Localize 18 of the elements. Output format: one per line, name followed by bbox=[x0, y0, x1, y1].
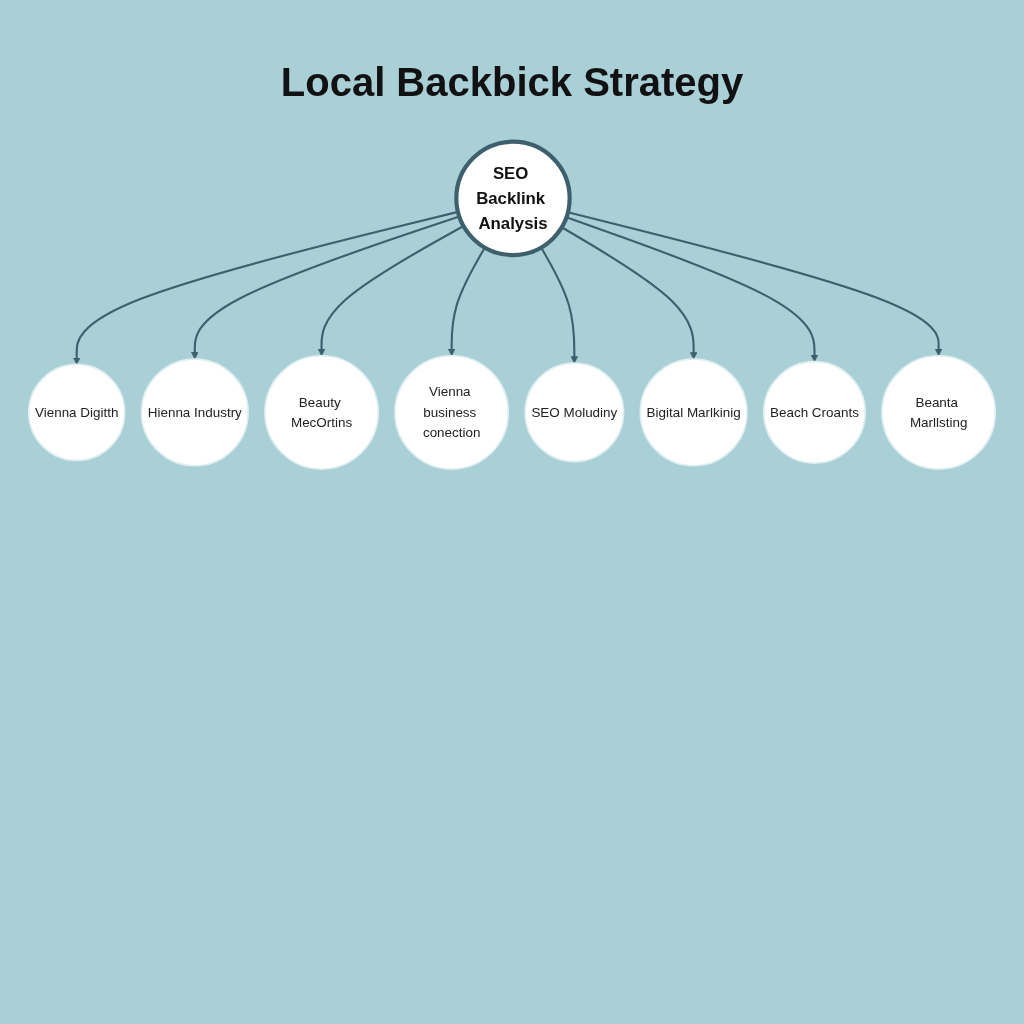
diagram-title: Local Backbick Strategy bbox=[280, 60, 744, 105]
node-circle bbox=[394, 354, 510, 470]
arrow bbox=[561, 226, 698, 360]
arrow bbox=[566, 216, 819, 363]
hub-diagram: Vienna Digitth Hienna Industry Beauty MecOrtins Vienna business conection SEO Backlink Analysis SEO Moludiny Bigital Marlkinig Beach Croants Beanta Marllsting bbox=[22, 135, 1002, 476]
node-circle bbox=[140, 358, 249, 467]
node-circle bbox=[524, 362, 625, 463]
node-circle bbox=[264, 354, 380, 470]
node-circle bbox=[27, 363, 126, 462]
arrow bbox=[191, 215, 460, 360]
node-circle bbox=[639, 358, 748, 467]
arrow bbox=[447, 247, 486, 357]
node-circle bbox=[454, 139, 572, 258]
arrow bbox=[73, 210, 459, 365]
node-circle bbox=[881, 354, 997, 470]
arrow bbox=[317, 225, 465, 357]
arrow bbox=[540, 247, 578, 364]
node-circle bbox=[762, 360, 866, 464]
